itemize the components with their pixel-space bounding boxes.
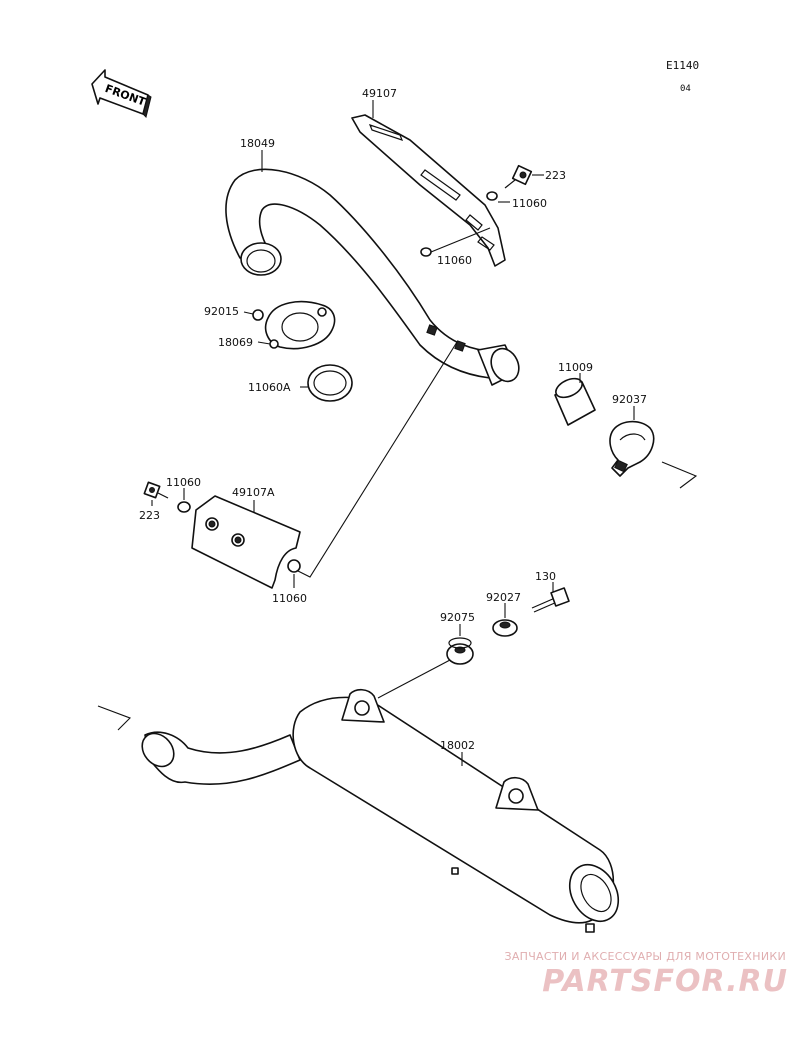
washer-11060-top [486, 191, 498, 201]
diagram-code: E1140 [666, 59, 699, 72]
clamp-92037 [609, 420, 655, 477]
label-18069: 18069 [218, 336, 253, 349]
bracket-49107 [351, 114, 506, 267]
diagram-subcode: 04 [680, 84, 691, 94]
watermark-tagline: ЗАПЧАСТИ И АКСЕССУАРЫ ДЛЯ МОТОТЕХНИКИ [504, 950, 786, 963]
label-92075: 92075 [440, 611, 475, 624]
label-223-top: 223 [545, 169, 566, 182]
bolt-130 [531, 587, 570, 613]
label-130: 130 [535, 570, 556, 583]
guide-line-right [661, 461, 698, 489]
washer-11060-mid [420, 247, 432, 257]
flange-18069 [264, 300, 336, 350]
guide-line-heatguard [295, 341, 458, 578]
heat-guard-49107A [191, 495, 301, 589]
guide-line-grommet [377, 659, 451, 699]
grommet-92075 [446, 637, 474, 665]
label-49107: 49107 [362, 87, 397, 100]
label-92027: 92027 [486, 591, 521, 604]
label-18049: 18049 [240, 137, 275, 150]
washer-11060-bottom [287, 559, 301, 573]
front-arrow-icon: FRONT [91, 69, 152, 118]
gasket-11009 [554, 377, 596, 426]
label-11060A: 11060A [248, 381, 291, 394]
muffler-18002 [141, 688, 620, 933]
label-223-left: 223 [139, 509, 160, 522]
label-11060-left: 11060 [166, 476, 201, 489]
bolt-223-left [143, 481, 169, 499]
label-11060-top: 11060 [512, 197, 547, 210]
label-92015: 92015 [204, 305, 239, 318]
collar-92027 [492, 619, 518, 637]
label-11060-mid: 11060 [437, 254, 472, 267]
label-18002: 18002 [440, 739, 475, 752]
guide-line-left [97, 705, 131, 731]
bolt-223-top [504, 164, 533, 189]
label-49107A: 49107A [232, 486, 275, 499]
label-92037: 92037 [612, 393, 647, 406]
label-11060-bottom: 11060 [272, 592, 307, 605]
gasket-11060A [307, 364, 353, 402]
watermark-brand: PARTSFOR.RU [542, 964, 788, 999]
label-11009: 11009 [558, 361, 593, 374]
nut-92015 [252, 309, 264, 321]
washer-11060-left [177, 501, 191, 513]
